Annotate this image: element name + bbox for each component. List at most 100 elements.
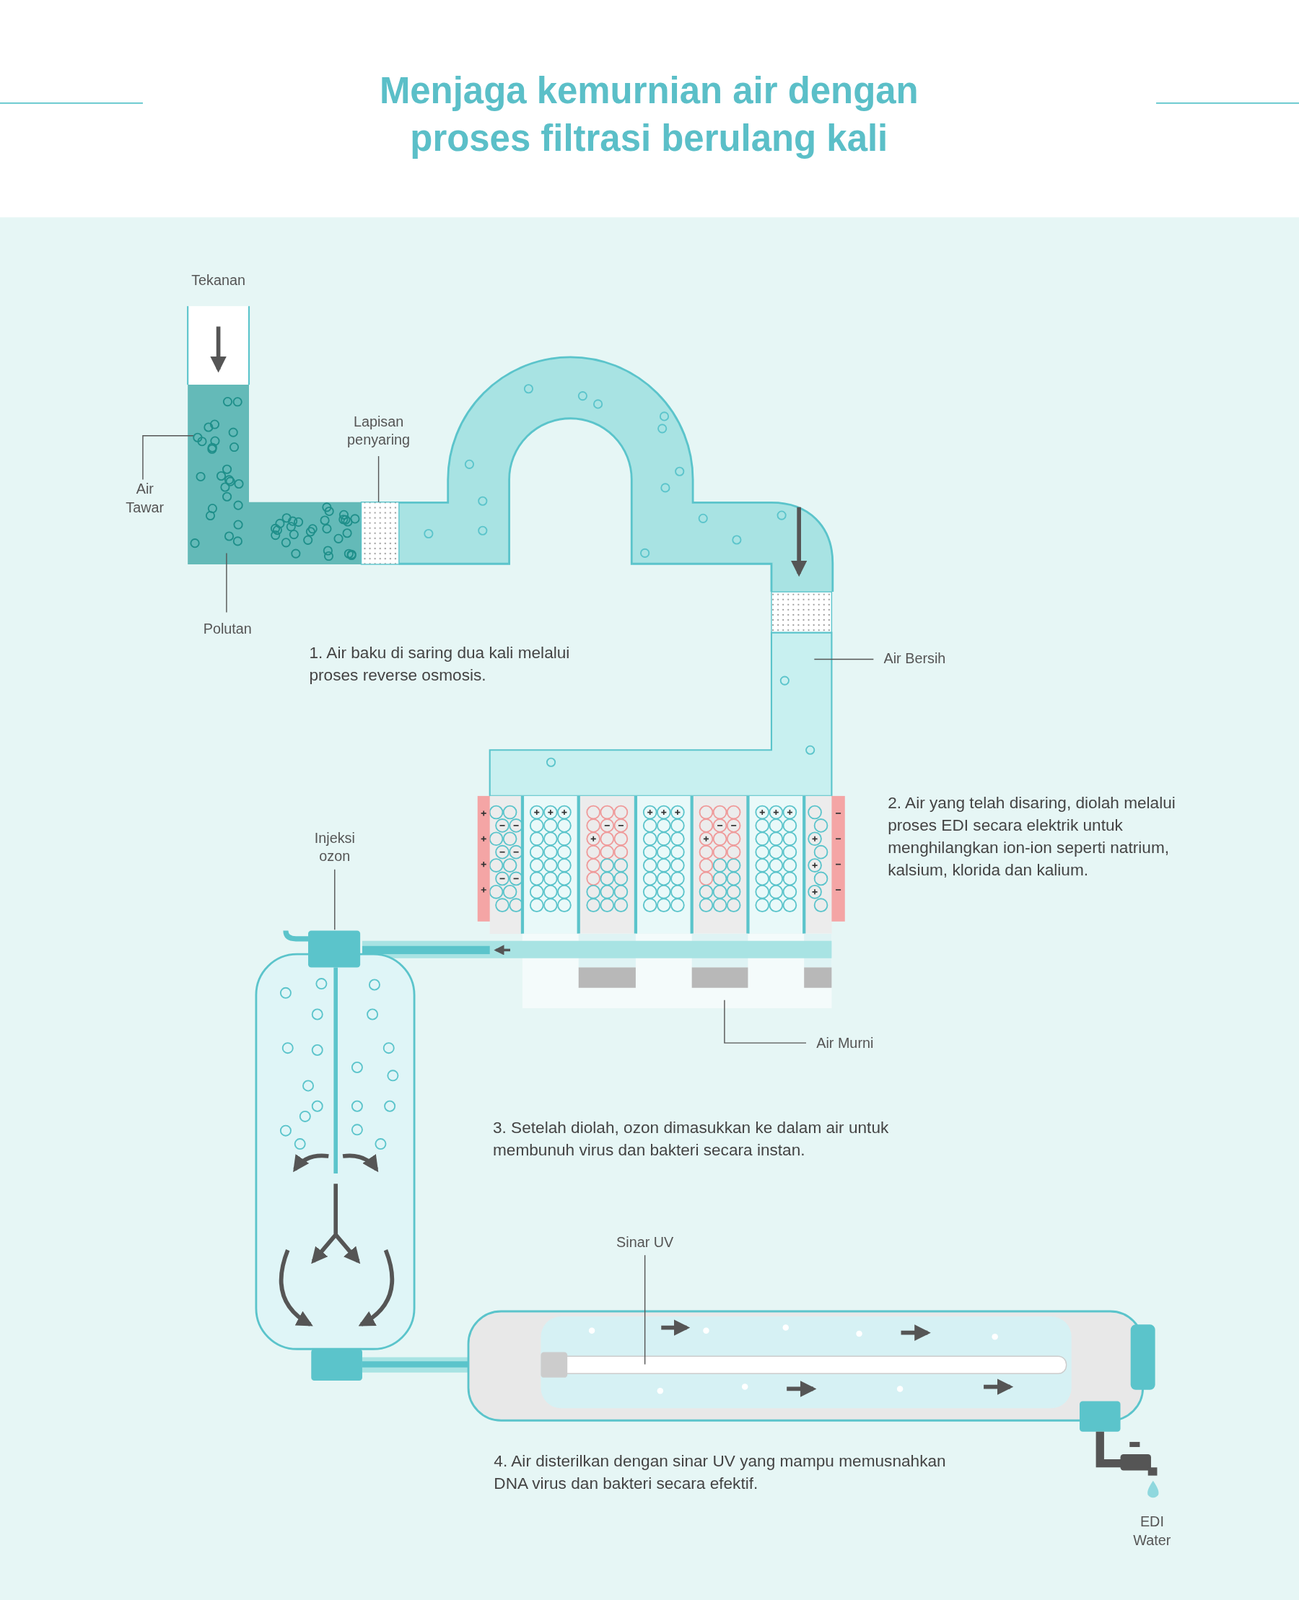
- illustration-circle: [303, 1080, 314, 1091]
- illustration-path: [561, 809, 567, 815]
- illustration-path: [591, 836, 597, 842]
- illustration-circle: [732, 535, 741, 544]
- illustration-circle: [490, 832, 504, 846]
- concentrate-block: [803, 967, 832, 988]
- uv-chamber: [468, 1311, 1144, 1421]
- illustration-circle: [671, 885, 685, 899]
- concentrate-block: [692, 967, 749, 988]
- illustration-circle: [657, 858, 671, 872]
- illustration-circle: [769, 832, 783, 846]
- illustration-circle: [727, 898, 741, 912]
- illustration-circle: [282, 1042, 293, 1053]
- outlet-pipe-core: [362, 946, 491, 955]
- illustration-circle: [657, 806, 671, 820]
- illustration-circle: [643, 806, 657, 820]
- illustration-circle: [208, 504, 217, 513]
- illustration-circle: [700, 832, 714, 846]
- illustration-circle: [478, 497, 487, 506]
- illustration-circle: [600, 898, 614, 912]
- illustration-path: [814, 658, 874, 660]
- illustration-circle: [783, 872, 797, 886]
- illustration-circle: [557, 806, 571, 820]
- illustration-circle: [806, 746, 815, 755]
- illustration-circle: [280, 1125, 291, 1136]
- callout-label: Tekanan: [167, 271, 270, 290]
- illustration-circle: [196, 472, 205, 481]
- illustration-circle: [713, 872, 727, 886]
- illustration-circle: [700, 872, 714, 886]
- illustration-circle: [190, 539, 199, 548]
- illustration-path: [225, 552, 227, 612]
- illustration-circle: [671, 832, 685, 846]
- illustration-circle: [769, 898, 783, 912]
- illustration-circle: [544, 858, 558, 872]
- illustration-circle: [530, 819, 544, 833]
- edi-cell: [490, 795, 833, 934]
- illustration-path: [647, 809, 653, 815]
- illustration-circle: [490, 858, 504, 872]
- illustration-circle: [324, 552, 333, 561]
- step-text: 4. Air disterilkan dengan sinar UV yang …: [493, 1449, 974, 1495]
- illustration-circle: [207, 445, 216, 454]
- illustration-circle: [727, 872, 741, 886]
- illustration-circle: [769, 806, 783, 820]
- illustration-path: [674, 809, 680, 815]
- illustration-path: [534, 809, 540, 815]
- illustration-path: [334, 869, 335, 930]
- illustration-circle: [643, 898, 657, 912]
- illustration-circle: [530, 806, 544, 820]
- illustration-circle: [727, 832, 741, 846]
- illustration-circle: [544, 819, 558, 833]
- illustration-circle: [303, 536, 312, 545]
- illustration-circle: [657, 832, 671, 846]
- tank-outlet-core: [362, 1361, 470, 1367]
- ozone-inlet: [285, 930, 309, 939]
- illustration-circle: [322, 503, 331, 511]
- callout-label: Air Tawar: [119, 480, 171, 516]
- illustration-circle: [490, 806, 504, 820]
- illustration-circle: [233, 500, 242, 509]
- tank-outlet-pipe: [362, 1357, 470, 1373]
- illustration-circle: [220, 482, 229, 491]
- ozone-tank: [256, 954, 415, 1349]
- illustration-circle: [657, 1387, 664, 1394]
- illustration-circle: [223, 397, 232, 406]
- illustration-path: [661, 809, 667, 815]
- illustration-circle: [210, 420, 219, 428]
- illustration-path: [731, 824, 737, 827]
- tube-wall: [186, 305, 189, 385]
- illustration-circle: [783, 898, 797, 912]
- pressure-arrow: [216, 326, 221, 369]
- illustration-circle: [352, 1124, 363, 1135]
- illustration-circle: [287, 522, 296, 531]
- illustration-circle: [294, 518, 303, 527]
- illustration-circle: [600, 872, 614, 886]
- illustration-line: [634, 795, 638, 934]
- uv-outlet: [1079, 1400, 1121, 1432]
- illustration-path: [724, 1000, 807, 1043]
- illustration-circle: [783, 845, 797, 859]
- illustration-circle: [530, 872, 544, 886]
- illustration-circle: [271, 524, 280, 533]
- illustration-circle: [503, 806, 517, 820]
- illustration-circle: [291, 549, 300, 558]
- illustration-circle: [671, 872, 685, 886]
- illustration-circle: [713, 819, 727, 833]
- illustration-circle: [671, 898, 685, 912]
- illustration-circle: [640, 549, 649, 558]
- illustration-circle: [755, 885, 769, 899]
- illustration-circle: [643, 858, 657, 872]
- illustration-circle: [671, 806, 685, 820]
- illustration-circle: [530, 885, 544, 899]
- illustration-circle: [233, 536, 242, 545]
- illustration-circle: [424, 529, 433, 538]
- flow-arrow: [495, 948, 511, 952]
- illustration-circle: [657, 872, 671, 886]
- illustration-circle: [578, 391, 587, 400]
- illustration-circle: [657, 885, 671, 899]
- illustration-circle: [713, 898, 727, 912]
- illustration-circle: [614, 845, 628, 859]
- header-rule: [0, 102, 143, 104]
- illustration-circle: [643, 819, 657, 833]
- illustration-circle: [783, 1324, 789, 1331]
